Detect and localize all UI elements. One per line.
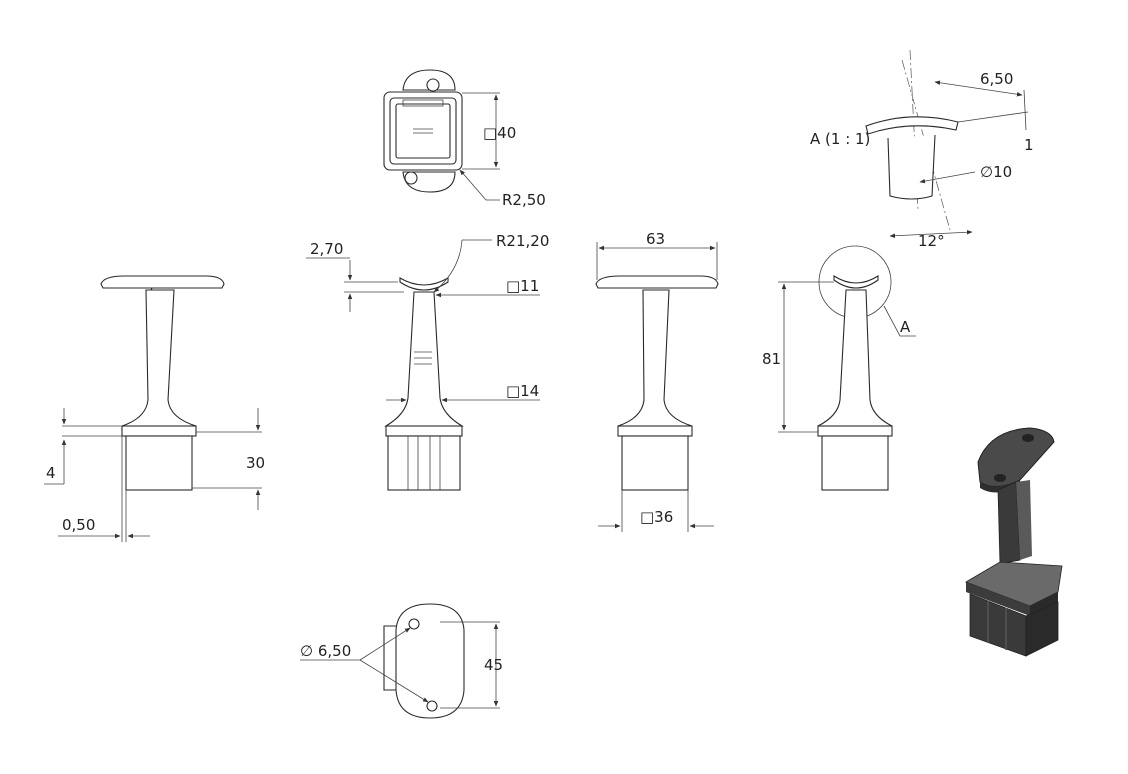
- dim-0-50: 0,50: [62, 516, 95, 534]
- front-view-1: 4 30 0,50: [44, 275, 265, 542]
- render-collar-side: [1030, 592, 1058, 616]
- side-view-2: 2,70 R21,20 □11 □14: [306, 232, 549, 491]
- stem-side: [384, 291, 464, 427]
- isometric-render: [965, 427, 1063, 657]
- curved-saddle-4: [833, 274, 879, 289]
- dim-square-36: □36: [640, 508, 673, 526]
- dim-81: 81: [762, 350, 781, 368]
- notch: [402, 99, 444, 107]
- dim-hole-6-50: ∅ 6,50: [300, 642, 351, 660]
- dim-6-50: 6,50: [980, 70, 1013, 88]
- dim-30: 30: [246, 454, 265, 472]
- dim-1: 1: [1024, 136, 1034, 154]
- dim-45: 45: [484, 656, 503, 674]
- collar-4: [817, 425, 893, 437]
- render-hole-bottom: [994, 474, 1006, 482]
- collar-side: [385, 425, 463, 437]
- collar-3: [617, 425, 693, 437]
- render-hole-top: [1022, 434, 1034, 442]
- bottom-view: ∅ 6,50 45: [300, 603, 503, 719]
- socket-3: [621, 435, 689, 491]
- stem: [121, 289, 197, 427]
- socket: [125, 435, 193, 491]
- dim-2-70: 2,70: [310, 240, 343, 258]
- detail-a-title: A (1 : 1): [810, 130, 870, 148]
- hole-bottom: [426, 700, 438, 712]
- socket-4: [821, 435, 889, 491]
- hole-top: [408, 618, 420, 630]
- dim-dia-10: ∅10: [980, 163, 1012, 181]
- side-view-4: 81 A: [762, 245, 916, 491]
- socket-side: [387, 435, 461, 491]
- curved-saddle: [399, 277, 449, 291]
- oval-plate: [395, 603, 465, 719]
- inner-square: [395, 103, 451, 159]
- top-view: □40 R2,50: [383, 69, 546, 209]
- dim-angle-12: 12°: [918, 232, 945, 250]
- dim-radius-21-20: R21,20: [496, 232, 549, 250]
- dim-square-14: □14: [506, 382, 539, 400]
- saddle-section: [865, 116, 959, 135]
- render-stem-side: [1016, 480, 1032, 560]
- front-view-3: 63 □36: [595, 230, 719, 532]
- dim-square-40: □40: [483, 124, 516, 142]
- render-socket-side: [1025, 601, 1059, 657]
- dim-63: 63: [646, 230, 665, 248]
- collar: [121, 425, 197, 437]
- render-saddle: [977, 427, 1055, 487]
- dim-radius-2-50: R2,50: [502, 191, 546, 209]
- stem-section: [887, 134, 936, 200]
- stem-3: [617, 289, 693, 427]
- saddle: [100, 275, 225, 289]
- dim-square-11: □11: [506, 277, 539, 295]
- stem-4: [817, 289, 893, 427]
- lug-hole-bottom: [404, 171, 418, 185]
- detail-ref-a: A: [900, 318, 911, 336]
- saddle-3: [595, 275, 719, 289]
- dim-4: 4: [46, 464, 56, 482]
- detail-a: 6,50 1 A (1 : 1) ∅10 12°: [810, 49, 1034, 250]
- lug-hole-top: [426, 78, 440, 92]
- render-collar-front: [966, 582, 1030, 616]
